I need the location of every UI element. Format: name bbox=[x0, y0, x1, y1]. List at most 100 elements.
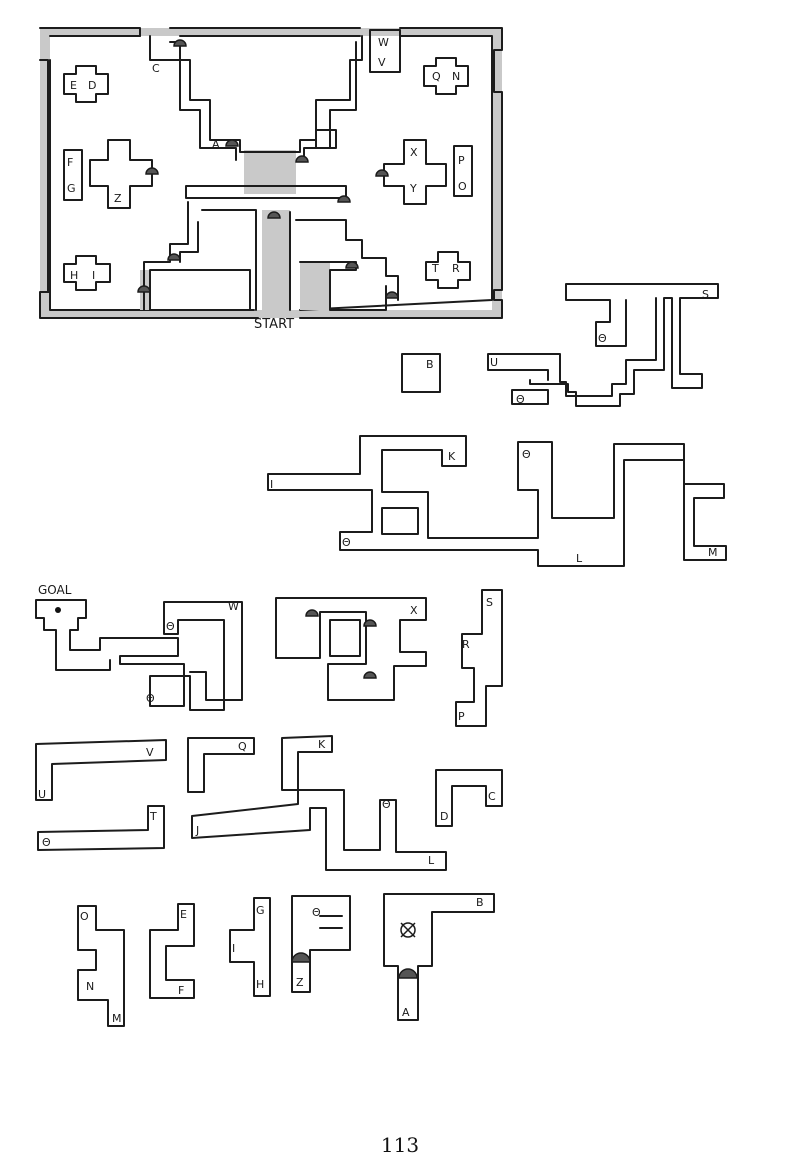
piece-x-inner bbox=[329, 619, 361, 657]
map-label-d: D bbox=[88, 79, 96, 92]
piece-v-label: V bbox=[146, 746, 154, 759]
map-label-v: V bbox=[378, 56, 386, 69]
piece-klm-label-m: M bbox=[708, 546, 718, 559]
piece-klm-label-k: K bbox=[448, 450, 456, 463]
piece-g-label: G bbox=[256, 904, 265, 917]
map-lower-right-stair bbox=[289, 211, 399, 311]
map-label-i: I bbox=[92, 269, 95, 282]
piece-v-u bbox=[35, 739, 167, 801]
piece-t-portal: Θ bbox=[42, 836, 51, 849]
map-door-start bbox=[267, 211, 281, 219]
map-door-center bbox=[295, 155, 309, 163]
map-door-lower-left bbox=[167, 253, 181, 261]
map-central-shade bbox=[244, 150, 296, 194]
map-label-z: Z bbox=[114, 192, 122, 205]
map-label-c: C bbox=[152, 62, 160, 75]
piece-ba-wall bbox=[383, 893, 495, 1021]
piece-s-portal-2: Θ bbox=[516, 393, 525, 406]
piece-s-lower bbox=[487, 297, 657, 405]
piece-z: Θ Z bbox=[291, 895, 351, 993]
map-label-w: W bbox=[378, 36, 389, 49]
map-start-shade bbox=[262, 210, 290, 310]
piece-goal-portal-1: Θ bbox=[166, 620, 175, 633]
piece-c-label: C bbox=[488, 790, 496, 803]
map-label-x: X bbox=[410, 146, 418, 159]
piece-s-portal-1: Θ bbox=[598, 332, 607, 345]
map-label-r: R bbox=[452, 262, 460, 275]
map-door-bottom-left bbox=[137, 285, 151, 293]
piece-srp-label-r: R bbox=[462, 638, 470, 651]
piece-kjl: K J L Θ bbox=[191, 735, 447, 871]
map-label-g: G bbox=[67, 182, 76, 195]
map-inner-outline bbox=[49, 35, 493, 311]
piece-cd bbox=[435, 769, 503, 827]
piece-z-label: Z bbox=[296, 976, 304, 989]
piece-kjl-portal: Θ bbox=[382, 798, 391, 811]
piece-goal: GOAL W Θ Θ bbox=[35, 583, 243, 711]
piece-s-label-s: S bbox=[702, 288, 709, 301]
piece-ba-portal-ring bbox=[400, 922, 416, 938]
piece-x-wall bbox=[275, 597, 427, 701]
piece-f-label: F bbox=[178, 984, 184, 997]
map-door-c bbox=[173, 39, 187, 47]
piece-goal-label-w: W bbox=[228, 600, 239, 613]
map-label-h: H bbox=[70, 269, 78, 282]
piece-ba: B A bbox=[383, 893, 495, 1021]
piece-ef bbox=[149, 903, 195, 999]
map-label-o: O bbox=[458, 180, 467, 193]
piece-klm-wall bbox=[267, 435, 727, 567]
map-label-p: P bbox=[458, 154, 465, 167]
piece-kjl-wall bbox=[191, 735, 447, 871]
map-plus-qn bbox=[423, 57, 469, 95]
piece-n-label: N bbox=[86, 980, 94, 993]
map-label-q: Q bbox=[432, 70, 441, 83]
piece-s-wall bbox=[529, 283, 719, 407]
piece-x-door-3 bbox=[363, 671, 377, 679]
piece-ba-portal-cross bbox=[400, 922, 416, 938]
map-plus-ed bbox=[63, 65, 109, 103]
piece-klm-inner bbox=[381, 507, 419, 535]
map-door-bottom-right bbox=[385, 291, 399, 299]
piece-kjl-label-j: J bbox=[195, 824, 199, 837]
piece-z-portal: Θ bbox=[312, 906, 321, 919]
piece-q bbox=[187, 737, 255, 793]
piece-q-label: Q bbox=[238, 740, 247, 753]
piece-t bbox=[37, 805, 165, 851]
piece-b-label: B bbox=[426, 358, 434, 371]
piece-t-label: T bbox=[149, 810, 157, 823]
map-lower-left-stair bbox=[143, 201, 257, 311]
piece-i-label: I bbox=[232, 942, 235, 955]
map-label-y: Y bbox=[409, 182, 417, 195]
map-plus-xy bbox=[383, 139, 447, 205]
piece-u-label: U bbox=[38, 788, 46, 801]
piece-x: X bbox=[275, 597, 427, 701]
piece-s-label-u: U bbox=[490, 356, 498, 369]
goal-label: GOAL bbox=[38, 583, 72, 597]
piece-d-label: D bbox=[440, 810, 448, 823]
map-funnel bbox=[149, 35, 363, 153]
piece-m-label: M bbox=[112, 1012, 122, 1025]
main-map: C W V E D Q N A F G Z X Y P O H I T R ST… bbox=[39, 27, 503, 332]
map-box-wv bbox=[369, 29, 401, 73]
map-label-a: A bbox=[212, 138, 220, 151]
piece-klm-label-l: L bbox=[576, 552, 583, 565]
map-lower-shade bbox=[300, 262, 330, 310]
map-plus-z bbox=[89, 139, 153, 209]
map-funnel-box bbox=[315, 129, 337, 149]
piece-o-label: O bbox=[80, 910, 89, 923]
piece-s: S U Θ Θ bbox=[487, 283, 719, 407]
piece-z-inner bbox=[319, 915, 343, 929]
piece-srp: S R P bbox=[455, 589, 503, 727]
piece-x-door-1 bbox=[305, 609, 319, 617]
map-door-z bbox=[145, 167, 159, 175]
piece-srp-label-s: S bbox=[486, 596, 493, 609]
piece-z-door bbox=[291, 952, 311, 963]
map-box-fg bbox=[63, 149, 83, 201]
map-door-mid-right bbox=[337, 195, 351, 203]
map-label-e: E bbox=[70, 79, 77, 92]
map-door-xy bbox=[375, 169, 389, 177]
piece-x-door-2 bbox=[363, 619, 377, 627]
piece-klm-portal-2: Θ bbox=[342, 536, 351, 549]
piece-goal-wall bbox=[35, 599, 243, 711]
